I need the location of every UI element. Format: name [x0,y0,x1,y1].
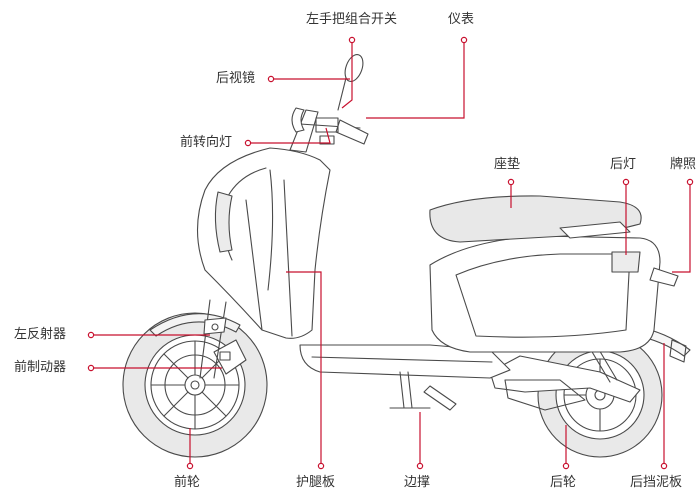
label-kickstand: 边撑 [404,475,431,490]
label-left-combo-switch: 左手把组合开关 [306,12,398,27]
label-left-reflector: 左反射器 [14,327,67,342]
label-rear-fender: 后挡泥板 [630,475,683,490]
label-front-wheel: 前轮 [174,475,201,490]
label-leg-shield: 护腿板 [296,475,336,490]
label-instrument: 仪表 [448,12,475,27]
label-license-plate: 牌照 [670,157,697,172]
label-front-turn-signal: 前转向灯 [180,135,233,150]
label-rear-wheel: 后轮 [550,475,577,490]
label-rear-light: 后灯 [610,157,637,172]
label-front-brake: 前制动器 [14,360,67,375]
mirror-drawing [337,54,364,111]
front-wheel-drawing [122,312,268,458]
label-mirror: 后视镜 [216,71,256,86]
label-seat: 座垫 [494,157,521,172]
